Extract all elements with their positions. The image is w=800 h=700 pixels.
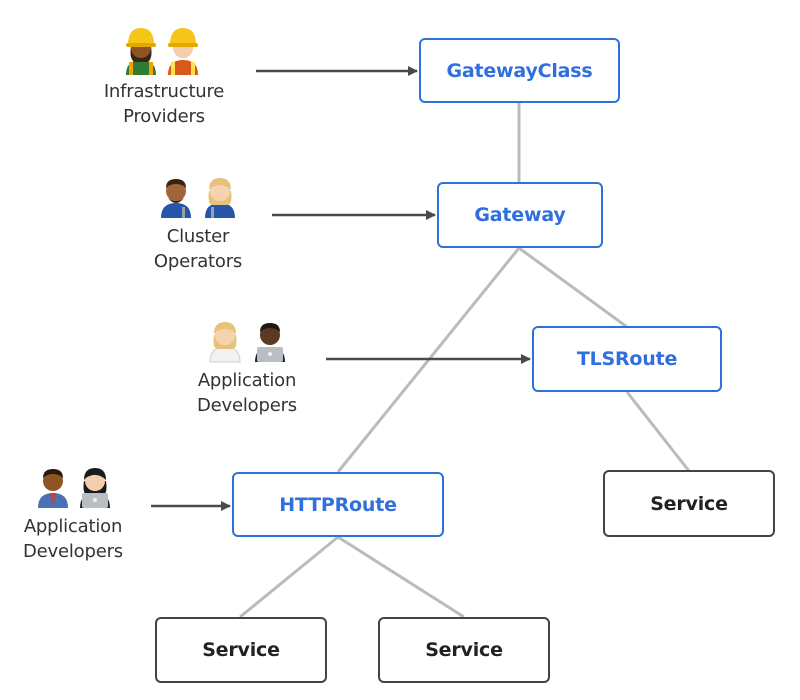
tlsroute-node: TLSRoute xyxy=(532,326,722,392)
cluster-operators-label: Cluster Operators xyxy=(153,226,243,272)
technologist-woman-icon xyxy=(80,468,110,508)
service-node-tls: Service xyxy=(603,470,775,537)
technologist-man-icon xyxy=(255,323,285,362)
connector-httproute-service-2 xyxy=(337,535,465,619)
scientist-woman-icon xyxy=(209,322,241,363)
construction-worker-man-icon xyxy=(168,28,198,75)
gateway-node: Gateway xyxy=(437,182,603,248)
mechanic-man-icon xyxy=(161,179,191,218)
construction-worker-woman-icon xyxy=(126,28,156,75)
service-node-http-2: Service xyxy=(378,617,550,683)
application-developers-http-label: Application Developers xyxy=(23,516,123,562)
connector-tlsroute-service xyxy=(625,391,691,472)
office-worker-man-icon xyxy=(38,469,68,508)
gatewayclass-node: GatewayClass xyxy=(419,38,620,103)
httproute-node: HTTPRoute xyxy=(232,472,444,537)
connector-httproute-service-1 xyxy=(239,535,339,619)
service-node-http-1: Service xyxy=(155,617,327,683)
application-developers-tls-label: Application Developers xyxy=(197,370,297,416)
mechanic-woman-icon xyxy=(205,178,235,218)
connector-gateway-tlsroute xyxy=(518,246,628,329)
infrastructure-providers-label: Infrastructure Providers xyxy=(103,81,225,127)
